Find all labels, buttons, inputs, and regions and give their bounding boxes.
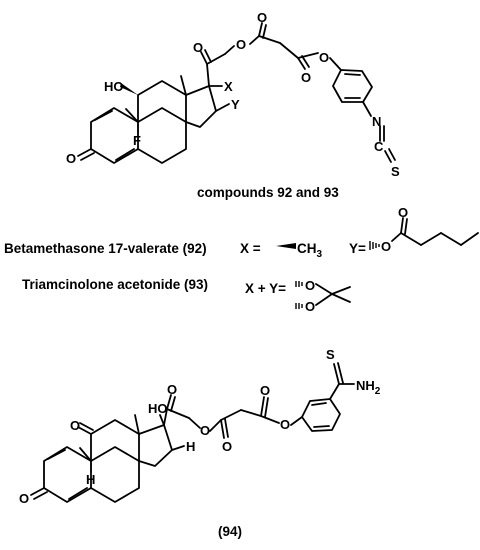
top-c-label: C bbox=[374, 139, 384, 154]
top-x-label: X bbox=[224, 79, 233, 94]
top-carbonyl-o2-label: O bbox=[301, 70, 311, 85]
betamethasone-x-eq: X = bbox=[240, 241, 261, 256]
top-n-label: N bbox=[372, 114, 381, 129]
triamcinolone-o2: O bbox=[305, 299, 315, 314]
bottom-s-label: S bbox=[326, 347, 335, 362]
bottom-nh-base: NH bbox=[356, 378, 375, 393]
bottom-nh2-label: NH2 bbox=[356, 378, 381, 397]
top-ho-label: HO bbox=[104, 79, 124, 94]
betamethasone-valerate-structure bbox=[369, 217, 479, 250]
top-steroid-structure bbox=[77, 22, 396, 164]
top-ketone-o-label: O bbox=[66, 151, 76, 166]
bottom-ester-o1-label: O bbox=[200, 423, 210, 438]
top-ester-o2-label: O bbox=[319, 50, 329, 65]
bottom-h-c16-label: H bbox=[186, 439, 195, 454]
bottom-ho-label: HO bbox=[148, 401, 168, 416]
bottom-c11-o-label: O bbox=[70, 418, 80, 433]
betamethasone-x-wedge-bond bbox=[276, 243, 296, 249]
bottom-h-c9-label: H bbox=[86, 472, 95, 487]
top-ester-o1-label: O bbox=[236, 37, 246, 52]
betamethasone-label: Betamethasone 17-valerate (92) bbox=[4, 241, 207, 256]
bottom-ketone-o-label: O bbox=[19, 491, 29, 506]
bottom-nh-subscript: 2 bbox=[375, 386, 381, 397]
triamcinolone-xy-eq: X + Y= bbox=[245, 281, 286, 296]
betamethasone-y-eq: Y= bbox=[349, 241, 366, 256]
triamcinolone-label: Triamcinolone acetonide (93) bbox=[22, 277, 208, 292]
bottom-carbonyl-o2-label: O bbox=[260, 383, 270, 398]
top-f-label: F bbox=[133, 133, 141, 148]
bottom-c20-o-label: O bbox=[167, 382, 177, 397]
betamethasone-link-o: O bbox=[381, 239, 391, 254]
bottom-steroid-structure bbox=[30, 362, 355, 503]
triamcinolone-o1: O bbox=[305, 278, 315, 293]
top-carbonyl-o1-label: O bbox=[257, 10, 267, 25]
betamethasone-ch3-subscript: 3 bbox=[317, 249, 323, 260]
betamethasone-ch3-base: CH bbox=[297, 241, 317, 256]
betamethasone-ch3: CH3 bbox=[297, 241, 323, 260]
top-caption: compounds 92 and 93 bbox=[197, 185, 339, 200]
betamethasone-carbonyl-o: O bbox=[398, 205, 408, 220]
triamcinolone-acetonide-structure bbox=[295, 281, 351, 309]
top-s-label: S bbox=[391, 164, 400, 179]
top-y-label: Y bbox=[231, 97, 240, 112]
bottom-ester-o2-label: O bbox=[280, 417, 290, 432]
bottom-carbonyl-o1-label: O bbox=[222, 439, 232, 454]
bottom-caption: (94) bbox=[218, 524, 242, 539]
top-c20-o-label: O bbox=[193, 40, 203, 55]
